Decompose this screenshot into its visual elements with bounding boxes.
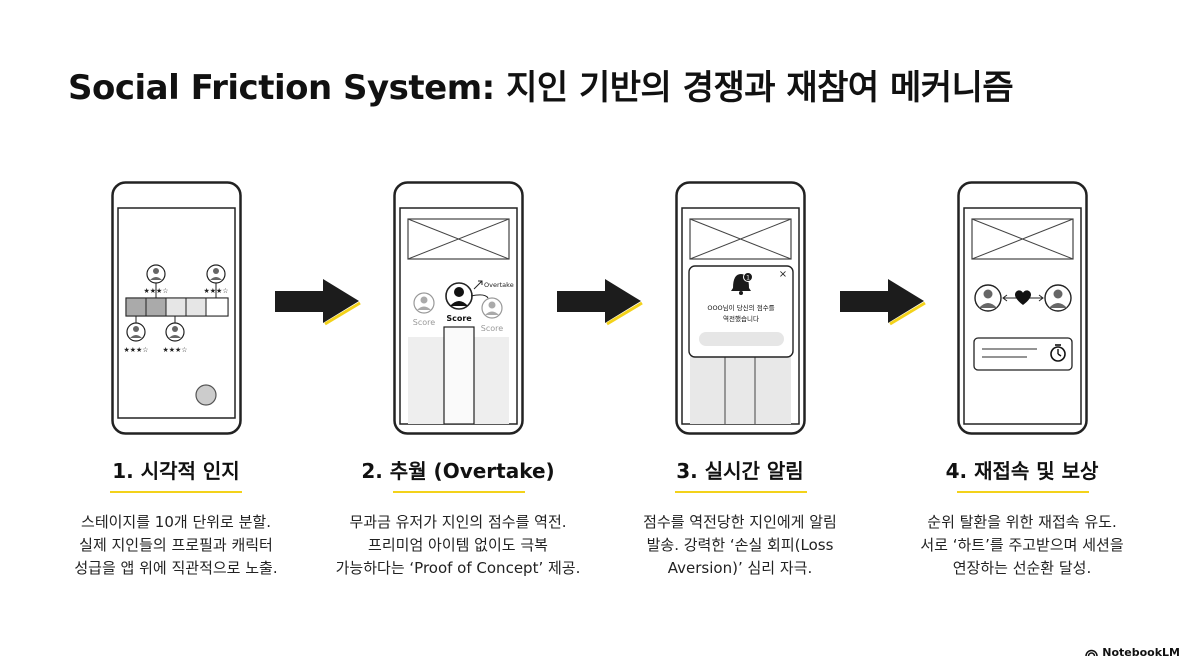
banner-placeholder-image <box>971 218 1074 260</box>
phone-mockup-reward <box>957 181 1088 435</box>
notification-popup: 1 × OOO님이 당신의 점수를 역전했습니다 <box>688 265 794 358</box>
banner-placeholder-image <box>689 218 792 260</box>
step-2-title: 2. 추월 (Overtake) <box>361 459 555 483</box>
page-title: Social Friction System: 지인 기반의 경쟁과 재참여 메… <box>68 68 1014 108</box>
home-button-icon <box>195 384 217 406</box>
notification-text-line2: 역전했습니다 <box>723 314 759 323</box>
banner-placeholder-image <box>407 218 510 260</box>
stage-progress-bar <box>125 297 229 317</box>
badge-count: 1 <box>746 275 750 282</box>
score-label: Score <box>481 324 503 333</box>
friend-avatar-icon <box>974 284 1002 312</box>
friend-avatar-icon <box>481 297 503 319</box>
notification-action-button[interactable] <box>699 332 784 346</box>
close-icon[interactable]: × <box>779 269 787 280</box>
phone-mockup-notification: 1 × OOO님이 당신의 점수를 역전했습니다 <box>675 181 806 435</box>
brand-logo: NotebookLM <box>1085 646 1180 659</box>
heart-exchange-icon <box>1002 290 1044 305</box>
overtake-arrow-icon <box>473 280 483 290</box>
step-3-title: 3. 실시간 알림 <box>676 459 804 483</box>
phone-mockup-visual-recognition: ★★★☆ ★★★☆ ★★★☆ ★★★☆ <box>111 181 242 435</box>
reward-card <box>973 337 1073 371</box>
overtake-label: Overtake <box>484 281 514 289</box>
friend-avatar-icon <box>165 322 185 342</box>
friend-avatar-icon <box>1044 284 1072 312</box>
notification-text-line1: OOO님이 당신의 점수를 <box>707 303 774 312</box>
brand-name: NotebookLM <box>1102 646 1180 659</box>
step-1-title: 1. 시각적 인지 <box>112 459 240 483</box>
star-rating: ★★★☆ <box>162 346 187 354</box>
flow-arrow-icon <box>840 276 926 326</box>
friend-avatar-icon <box>146 264 166 284</box>
friend-avatar-icon <box>126 322 146 342</box>
step-1-underline <box>110 491 242 493</box>
star-rating: ★★★☆ <box>123 346 148 354</box>
player-score-label: Score <box>446 314 472 323</box>
step-2-underline <box>393 491 525 493</box>
flow-arrow-icon <box>557 276 643 326</box>
notification-badge <box>743 272 753 282</box>
timer-icon <box>1050 344 1066 362</box>
phone-mockup-overtake: Score Score Score Overtake <box>393 181 524 435</box>
step-4-title: 4. 재접속 및 보상 <box>945 459 1099 483</box>
flow-arrow-icon <box>275 276 361 326</box>
player-avatar-icon <box>445 282 473 310</box>
step-4-underline <box>957 491 1089 493</box>
notebooklm-logo-icon <box>1085 649 1098 657</box>
friend-avatar-icon <box>413 292 435 314</box>
score-label: Score <box>413 318 435 327</box>
step-3-underline <box>675 491 807 493</box>
friend-avatar-icon <box>206 264 226 284</box>
